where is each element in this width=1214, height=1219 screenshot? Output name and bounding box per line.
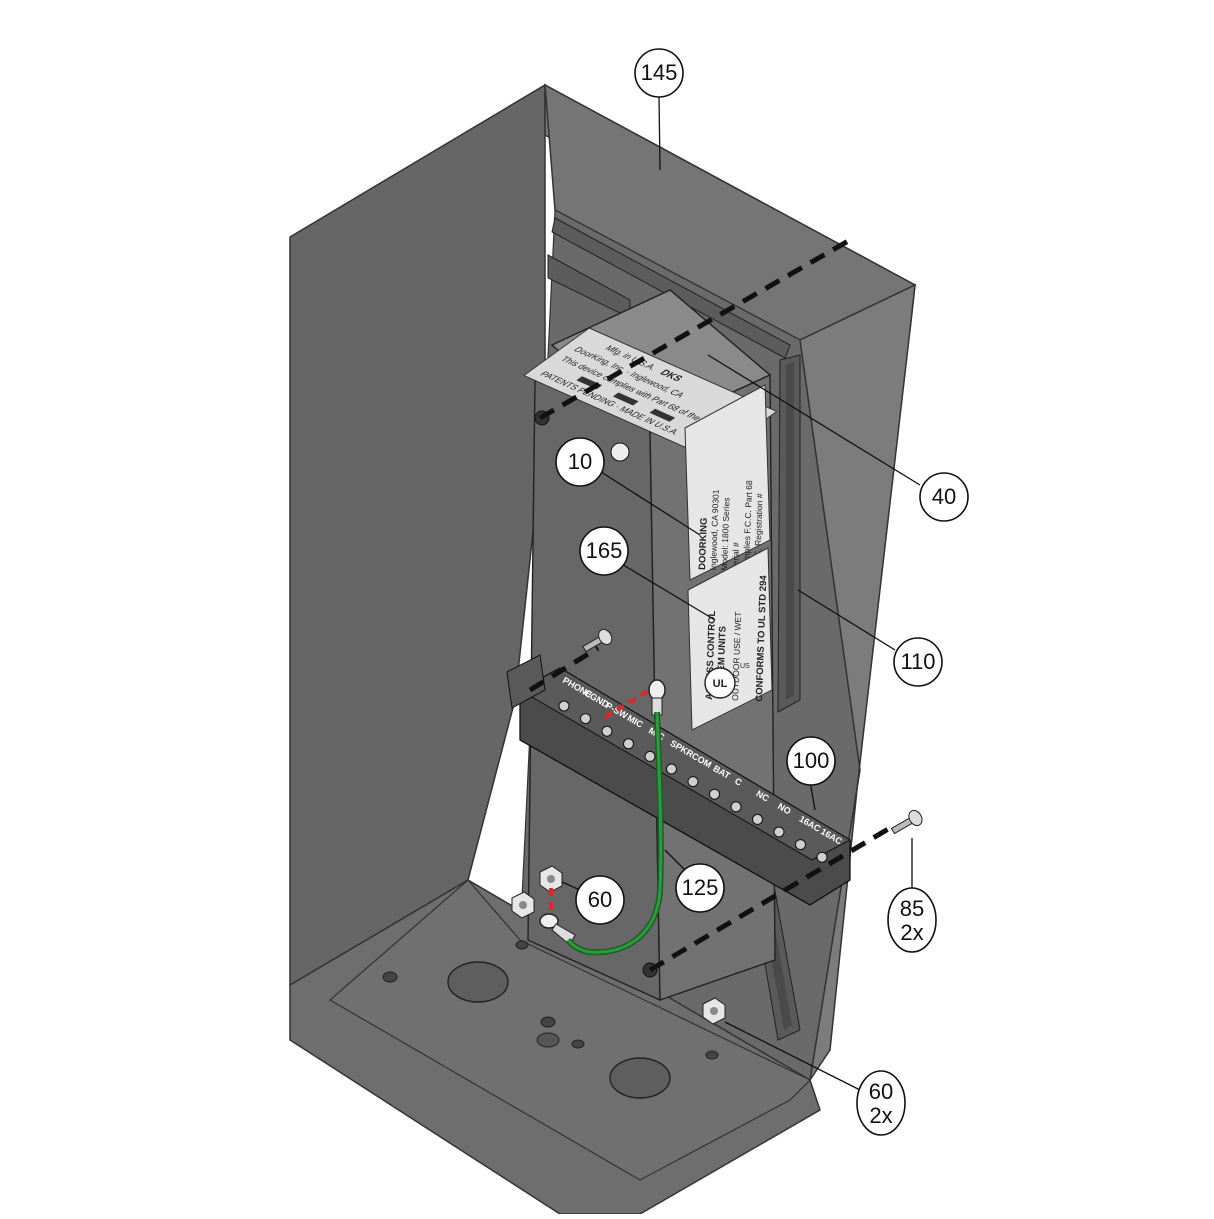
floor-hole-3: [536, 1032, 560, 1048]
side-label-line-2: Model: 1800 Series: [719, 497, 732, 571]
callout-125-label: 125: [682, 875, 719, 900]
ul-mark-icon: [704, 667, 736, 699]
terminal-screw-icon: [816, 851, 828, 863]
terminal-screws: [558, 700, 828, 863]
floor-knockout-large-2: [609, 1057, 671, 1099]
callout-165-label: 165: [586, 538, 623, 563]
floor-hole-6: [515, 940, 529, 950]
terminal-screw-icon: [795, 839, 806, 851]
ring-lug-icon-top: [648, 679, 666, 716]
terminal-screw-icon: [558, 700, 570, 712]
terminal-screw-icon: [687, 776, 699, 788]
callout-100-label: 100: [793, 748, 830, 773]
terminal-screw-icon: [752, 813, 763, 825]
floor-hole-4: [571, 1039, 585, 1049]
callout-60-pair-label: 60: [869, 1079, 893, 1104]
floor-hole-2: [540, 1016, 556, 1028]
terminal-screw-icon: [644, 750, 656, 762]
callout-85-label: 85: [900, 896, 924, 921]
callout-85: 85 2x: [887, 887, 937, 953]
nut-icon-2: [511, 891, 535, 919]
side-label: DOORKING Inglewood, CA 90301 Model: 1800…: [684, 384, 771, 581]
callout-60-label: 60: [588, 887, 612, 912]
assembly-lines: [528, 237, 897, 973]
ground-wire-highlight: [566, 711, 663, 954]
terminal-screw-icon: [601, 725, 613, 737]
ul-label-line-3: CONFORMS TO UL STD 294: [754, 574, 769, 701]
nut-icon-3: [702, 997, 726, 1025]
callout-40: 40: [919, 472, 969, 522]
terminal-screw-icon: [773, 826, 785, 838]
callout-60-pair: 60 2x: [856, 1070, 906, 1136]
callout-110-label: 110: [900, 649, 935, 674]
board-port-hole: [610, 442, 630, 462]
callout-10-label: 10: [568, 449, 592, 474]
terminal-screw-icon: [580, 713, 591, 725]
side-label-line-4: Complies F.C.C. Part 68: [741, 480, 754, 572]
callout-145: 145: [634, 48, 684, 98]
callout-40-label: 40: [932, 484, 956, 509]
terminal-screw-icon: [730, 801, 742, 813]
callout-10: 10: [555, 437, 605, 487]
callout-60-single: 60: [575, 875, 625, 925]
terminal-label: C: [733, 776, 744, 788]
floor-knockout-large-1: [447, 961, 509, 1003]
callout-145-label: 145: [641, 60, 678, 85]
callout-85-qty: 2x: [900, 920, 923, 945]
ul-mark-suffix: US: [740, 663, 750, 670]
floor-hole-5: [705, 1050, 719, 1060]
side-label-line-1: Inglewood, CA 90301: [708, 489, 721, 570]
screw-left-icon: [582, 628, 613, 653]
side-label-line-3: Serial #: [730, 542, 741, 571]
callout-110: 110: [893, 637, 943, 687]
housing-floor-top: [328, 879, 812, 1181]
ul-mark-text: UL: [713, 678, 728, 690]
callout-100: 100: [786, 736, 836, 786]
terminal-screw-icon: [709, 788, 720, 800]
side-label-line-0: DOORKING: [697, 518, 710, 571]
screw-right-icon: [890, 809, 923, 835]
hardware: [511, 628, 923, 1025]
leader-lines: [561, 94, 921, 1091]
terminal-screw-icon: [666, 763, 677, 775]
nut-icon-1: [539, 865, 563, 893]
callout-60-pair-qty: 2x: [869, 1103, 892, 1128]
terminal-screw-icon: [623, 738, 634, 750]
housing-left-face: [289, 83, 546, 987]
housing-right-lip: [799, 283, 916, 1081]
floor-hole-1: [382, 971, 398, 983]
terminal-strip: PHONECGNDP-SWMICMICSPKRCOMBATCNCNO16AC16…: [506, 654, 852, 906]
callout-125: 125: [675, 863, 725, 913]
ul-label: ACCESS CONTROL SYSTEM UNITS OUTDOOR USE …: [687, 547, 773, 731]
callout-165: 165: [579, 526, 629, 576]
